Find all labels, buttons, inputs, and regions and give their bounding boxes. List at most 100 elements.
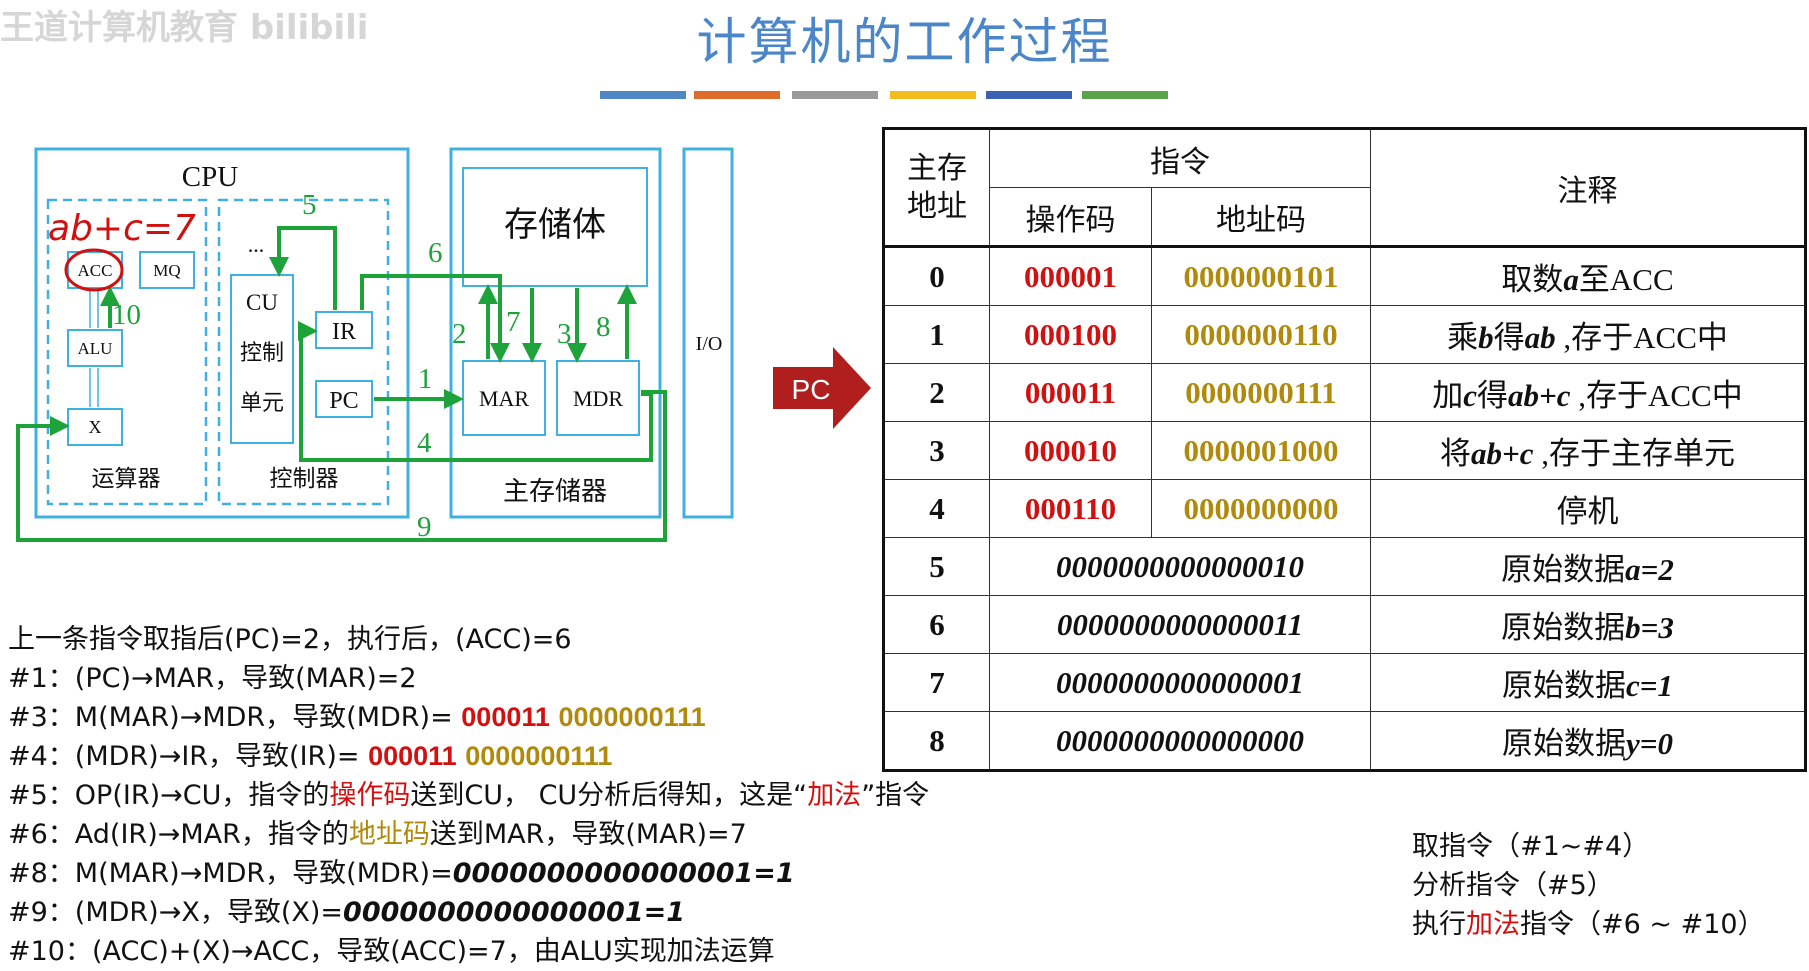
path-9-mdr-x bbox=[16, 390, 667, 542]
row-note: 加c得ab+c ,存于ACC中 bbox=[1370, 363, 1806, 422]
row-addr: 6 bbox=[883, 595, 990, 654]
cu-label-line2: 控制 bbox=[240, 341, 284, 366]
title-divider-2 bbox=[694, 91, 780, 99]
step-number-2: 2 bbox=[452, 318, 467, 350]
cpu-box bbox=[34, 147, 410, 519]
table-row: 7 0000000000000001 原始数据c=1 bbox=[883, 653, 1806, 712]
io-label: I/O bbox=[696, 333, 723, 355]
step-number-1: 1 bbox=[418, 363, 433, 395]
alu-box bbox=[67, 329, 123, 367]
step-number-6: 6 bbox=[428, 237, 443, 269]
cu-box bbox=[230, 274, 294, 444]
step-1: #1：(PC)→MAR，导致(MAR)=2 bbox=[8, 663, 417, 694]
step-4: #4：(MDR)→IR，导致(IR)= 000011 0000000111 bbox=[8, 741, 613, 772]
header-addr-line1: 主存 bbox=[907, 150, 967, 186]
row-opcode: 000011 bbox=[989, 363, 1152, 422]
row-addrcode: 0000000110 bbox=[1151, 305, 1371, 364]
phase-execute: 执行加法指令（#6 ~ #10） bbox=[1412, 909, 1765, 940]
row-addr: 5 bbox=[883, 537, 990, 596]
step-intro: 上一条指令取指后(PC)=2，执行后，(ACC)=6 bbox=[8, 624, 572, 655]
ctrl-group-box bbox=[217, 198, 390, 506]
table-row: 8 0000000000000000 原始数据y=0 bbox=[883, 711, 1806, 771]
architecture-diagram: 1 2 3 4 5 6 7 8 9 10 ab+c=7 CPU ACC MQ A… bbox=[16, 147, 734, 543]
ctrl-group-label: 控制器 bbox=[270, 466, 339, 492]
header-addr: 主存 地址 bbox=[883, 128, 990, 247]
table-row: 6 0000000000000011 原始数据b=3 bbox=[883, 595, 1806, 654]
row-addrcode: 0000000000 bbox=[1151, 479, 1371, 538]
row-addr: 7 bbox=[883, 653, 990, 712]
cpu-label: CPU bbox=[182, 161, 238, 193]
x-label: X bbox=[89, 417, 102, 437]
pc-label: PC bbox=[329, 388, 358, 414]
row-opcode: 000100 bbox=[989, 305, 1152, 364]
row-note: 原始数据a=2 bbox=[1370, 537, 1806, 596]
cu-dots: ... bbox=[248, 232, 265, 257]
row-data-value: 0000000000000000 bbox=[989, 711, 1371, 771]
row-addr: 3 bbox=[883, 421, 990, 480]
step-9: #9：(MDR)→X，导致(X)=0000000000000001=1 bbox=[8, 897, 686, 928]
row-addr: 0 bbox=[883, 245, 990, 306]
io-box bbox=[682, 147, 734, 519]
cu-label-line1: CU bbox=[246, 290, 278, 315]
pc-box bbox=[315, 380, 373, 418]
row-addrcode: 0000000111 bbox=[1151, 363, 1371, 422]
row-note: 原始数据c=1 bbox=[1370, 653, 1806, 712]
step-8: #8：M(MAR)→MDR，导致(MDR)=0000000000000001=1 bbox=[8, 858, 795, 889]
mar-label: MAR bbox=[479, 386, 529, 411]
phase-fetch: 取指令（#1~#4） bbox=[1412, 831, 1650, 862]
instruction-phases: 取指令（#1~#4） 分析指令（#5） 执行加法指令（#6 ~ #10） bbox=[1412, 827, 1765, 944]
step-number-7: 7 bbox=[506, 306, 521, 338]
row-data-value: 0000000000000001 bbox=[989, 653, 1371, 712]
ir-label: IR bbox=[332, 319, 356, 345]
header-instr: 指令 bbox=[989, 128, 1371, 188]
watermark: 王道计算机教育 bilibili bbox=[0, 8, 369, 48]
header-addrcode: 地址码 bbox=[1151, 187, 1371, 247]
memory-box bbox=[449, 147, 662, 519]
title-divider-5 bbox=[986, 91, 1072, 99]
title-divider-4 bbox=[890, 91, 976, 99]
path-5-ir-cu bbox=[269, 226, 337, 310]
row-addr: 2 bbox=[883, 363, 990, 422]
storage-box bbox=[462, 167, 648, 287]
row-addr: 1 bbox=[883, 305, 990, 364]
step-6: #6：Ad(IR)→MAR，指令的地址码送到MAR，导致(MAR)=7 bbox=[8, 819, 747, 850]
title-divider-3 bbox=[792, 91, 878, 99]
alu-group-label: 运算器 bbox=[92, 466, 161, 492]
title-divider-6 bbox=[1082, 91, 1168, 99]
table-row: 4 000110 0000000000 停机 bbox=[883, 479, 1806, 538]
mem-group-label: 主存储器 bbox=[503, 477, 607, 507]
step-number-9: 9 bbox=[417, 511, 432, 543]
row-addr: 8 bbox=[883, 711, 990, 771]
header-addr-line2: 地址 bbox=[907, 188, 967, 224]
phase-analyze: 分析指令（#5） bbox=[1412, 870, 1614, 901]
memory-table: 主存 地址 指令 注释 操作码 地址码 0 000001 0000000101 … bbox=[882, 127, 1807, 772]
row-note: 将ab+c ,存于主存单元 bbox=[1370, 421, 1806, 480]
step-explanations: 上一条指令取指后(PC)=2，执行后，(ACC)=6 #1：(PC)→MAR，导… bbox=[8, 620, 929, 971]
row-note: 原始数据b=3 bbox=[1370, 595, 1806, 654]
step-number-5: 5 bbox=[302, 189, 317, 221]
page-title: 计算机的工作过程 bbox=[696, 13, 1113, 71]
header-opcode: 操作码 bbox=[989, 187, 1152, 247]
handwritten-annotation: ab+c=7 bbox=[48, 208, 196, 249]
step-5: #5：OP(IR)→CU，指令的操作码送到CU， CU分析后得知，这是“加法”指… bbox=[8, 780, 930, 811]
storage-label: 存储体 bbox=[504, 205, 606, 245]
row-opcode: 000110 bbox=[989, 479, 1152, 538]
acc-highlight-circle bbox=[64, 248, 124, 292]
row-opcode: 000010 bbox=[989, 421, 1152, 480]
mdr-label: MDR bbox=[573, 386, 623, 411]
alu-label: ALU bbox=[78, 339, 113, 358]
step-number-3: 3 bbox=[557, 318, 572, 350]
row-addrcode: 0000000101 bbox=[1151, 245, 1371, 306]
row-data-value: 0000000000000011 bbox=[989, 595, 1371, 654]
row-note: 停机 bbox=[1370, 479, 1806, 538]
pc-arrow-label: PC bbox=[792, 374, 831, 405]
table-row: 0 000001 0000000101 取数a至ACC bbox=[883, 245, 1806, 306]
table-row: 2 000011 0000000111 加c得ab+c ,存于ACC中 bbox=[883, 363, 1806, 422]
step-3: #3：M(MAR)→MDR，导致(MDR)= 000011 0000000111 bbox=[8, 702, 706, 733]
table-row: 5 0000000000000010 原始数据a=2 bbox=[883, 537, 1806, 596]
table-row: 1 000100 0000000110 乘b得ab ,存于ACC中 bbox=[883, 305, 1806, 364]
alu-group-box bbox=[46, 198, 208, 506]
step-number-8: 8 bbox=[596, 311, 611, 343]
pc-pointer-arrow: PC bbox=[773, 347, 871, 429]
row-note: 乘b得ab ,存于ACC中 bbox=[1370, 305, 1806, 364]
